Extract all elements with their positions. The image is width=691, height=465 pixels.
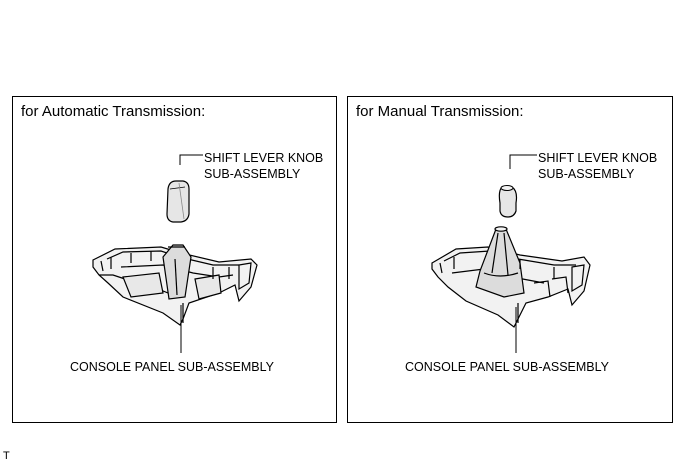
console-panel-manual-drawing xyxy=(431,226,591,328)
knob-label-line2: SUB-ASSEMBLY xyxy=(204,167,301,181)
knob-leader-line xyxy=(179,154,203,165)
shift-knob-manual-drawing xyxy=(498,185,518,218)
panel-title: for Manual Transmission: xyxy=(356,103,524,120)
knob-callout: SHIFT LEVER KNOB SUB-ASSEMBLY xyxy=(204,150,323,182)
panel-title: for Automatic Transmission: xyxy=(21,103,206,120)
knob-label-line1: SHIFT LEVER KNOB xyxy=(538,151,658,165)
manual-console-illustration xyxy=(431,154,591,353)
knob-label-line1: SHIFT LEVER KNOB xyxy=(204,151,324,165)
automatic-transmission-panel: for Automatic Transmission: xyxy=(12,96,337,423)
shift-knob-auto-drawing xyxy=(166,180,190,223)
automatic-console-illustration xyxy=(92,154,258,353)
knob-label-line2: SUB-ASSEMBLY xyxy=(538,167,635,181)
console-label: CONSOLE PANEL SUB-ASSEMBLY xyxy=(405,360,609,374)
manual-transmission-panel: for Manual Transmission: xyxy=(347,96,673,423)
knob-callout: SHIFT LEVER KNOB SUB-ASSEMBLY xyxy=(538,150,657,182)
knob-leader-line xyxy=(509,154,537,169)
console-label: CONSOLE PANEL SUB-ASSEMBLY xyxy=(70,360,274,374)
figure-code: T xyxy=(3,450,10,462)
console-panel-auto-drawing xyxy=(92,244,258,326)
